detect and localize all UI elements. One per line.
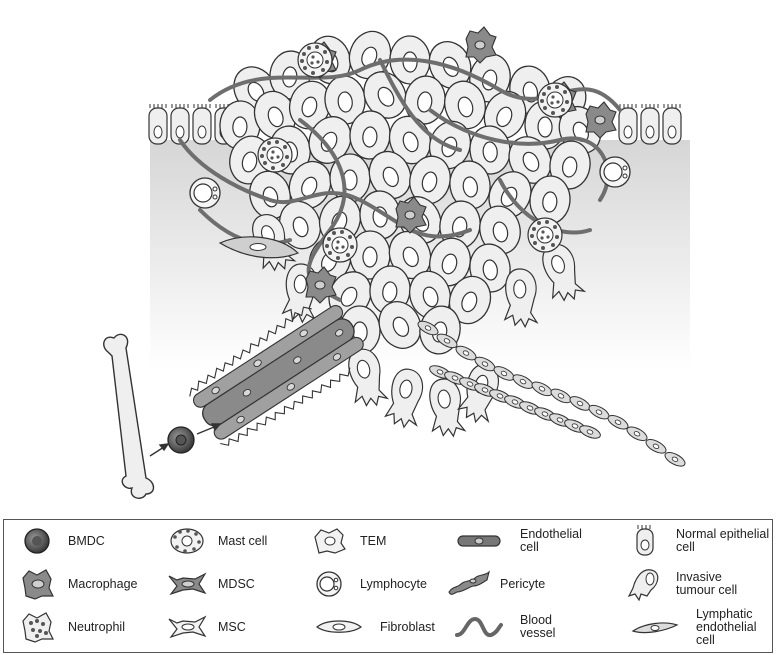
pericyte-icon xyxy=(444,566,494,602)
legend-item: Endothelial cell xyxy=(444,521,582,561)
legend-item: Fibroblast xyxy=(304,607,435,647)
normal-epithelial-cell xyxy=(663,104,681,144)
lymphatic-endothelial-cell xyxy=(578,423,602,441)
lymphatic-endothelial-cell-icon xyxy=(620,609,690,645)
legend-label: MDSC xyxy=(218,578,255,591)
mast-cell xyxy=(528,218,562,252)
bone-icon xyxy=(104,334,154,498)
msc-icon xyxy=(162,609,212,645)
legend-label: Lymphatic endothelial cell xyxy=(696,608,772,647)
legend-item: Mast cell xyxy=(162,521,267,561)
legend-item: Normal epithelial cell xyxy=(620,521,769,561)
neutrophil-icon xyxy=(12,609,62,645)
legend-label: TEM xyxy=(360,535,386,548)
fibroblast-icon xyxy=(304,609,374,645)
legend-label: Fibroblast xyxy=(380,621,435,634)
legend-label: Pericyte xyxy=(500,578,545,591)
normal-epithelial-cell xyxy=(149,104,167,144)
lymphatic-endothelial-cell xyxy=(549,386,573,405)
legend-item: Lymphatic endothelial cell xyxy=(620,607,772,647)
lymphocyte xyxy=(600,157,630,187)
macrophage-icon xyxy=(12,566,62,602)
bmdc-icon xyxy=(12,523,62,559)
normal-epithelial-cell xyxy=(641,104,659,144)
legend-label: Mast cell xyxy=(218,535,267,548)
legend-item: Blood vessel xyxy=(444,607,555,647)
normal-epithelial-cell xyxy=(193,104,211,144)
lymphatic-endothelial-cell xyxy=(530,379,554,398)
mast-cell xyxy=(258,138,292,172)
tem-icon xyxy=(304,523,354,559)
legend-label: Lymphocyte xyxy=(360,578,427,591)
blood-vessel-icon xyxy=(444,609,514,645)
legend-item: MDSC xyxy=(162,564,255,604)
legend-item: Neutrophil xyxy=(12,607,125,647)
normal-epithelium-right xyxy=(619,104,681,144)
legend-label: Neutrophil xyxy=(68,621,125,634)
lymphatic-endothelial-cell xyxy=(568,394,592,413)
legend-item: TEM xyxy=(304,521,386,561)
mast-cell xyxy=(298,43,332,77)
legend-item: Pericyte xyxy=(444,564,545,604)
normal-epithelial-cell-icon xyxy=(620,523,670,559)
tumour-microenvironment-illustration xyxy=(0,0,776,500)
legend-label: Blood vessel xyxy=(520,614,555,640)
bmdc-cell xyxy=(168,427,194,453)
mast-cell-icon xyxy=(162,523,212,559)
mast-cell xyxy=(538,83,572,117)
legend-item: BMDC xyxy=(12,521,105,561)
legend-box: BMDC Mast cell TEM Endothelial cell Normal e… xyxy=(3,519,773,653)
invasive-tumour-cell-icon xyxy=(620,566,670,602)
lymphocyte xyxy=(190,178,220,208)
legend-label: Endothelial cell xyxy=(520,528,582,554)
legend-item: Invasive tumour cell xyxy=(620,564,737,604)
lymphatic-endothelial-cell xyxy=(644,437,668,456)
mast-cell xyxy=(323,228,357,262)
lymphatic-endothelial-cell xyxy=(625,424,649,443)
invasive-tumour-cell xyxy=(384,367,425,429)
legend-item: Macrophage xyxy=(12,564,138,604)
lymphatic-endothelial-cell xyxy=(587,403,611,422)
lymphatic-endothelial-cell xyxy=(511,372,535,391)
lymphatic-endothelial-cell xyxy=(606,413,630,432)
legend-label: MSC xyxy=(218,621,246,634)
legend-item: MSC xyxy=(162,607,246,647)
mdsc-icon xyxy=(162,566,212,602)
legend-label: Macrophage xyxy=(68,578,138,591)
endothelial-cell-icon xyxy=(444,523,514,559)
legend-label: BMDC xyxy=(68,535,105,548)
lymphocyte-icon xyxy=(304,566,354,602)
legend-label: Normal epithelial cell xyxy=(676,528,769,554)
legend-item: Lymphocyte xyxy=(304,564,427,604)
lymphatic-endothelial-cell xyxy=(663,450,687,469)
legend-label: Invasive tumour cell xyxy=(676,571,737,597)
